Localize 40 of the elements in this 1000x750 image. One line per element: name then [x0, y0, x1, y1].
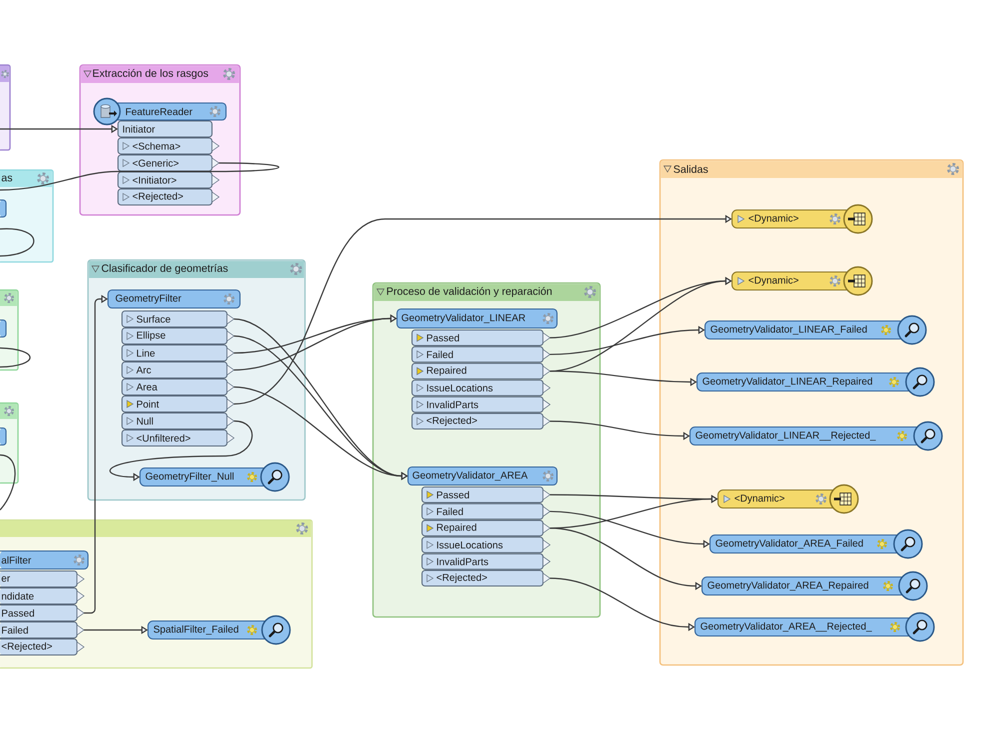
port-box: Initiator — [117, 120, 213, 138]
port-box: Failed — [421, 503, 551, 520]
port-box: InvalidParts — [411, 396, 551, 413]
port-box: Area — [121, 378, 235, 396]
transformer-box: alFilter — [0, 550, 89, 570]
port-box: Surface — [121, 310, 235, 328]
port-box: Ellipse — [121, 327, 235, 345]
transformer-box: GeometryValidator_LINEAR — [396, 308, 558, 329]
port-box: ndidate — [0, 587, 85, 605]
port-box: Line — [121, 344, 235, 362]
port-box: InvalidParts — [421, 553, 551, 570]
port-box: Arc — [121, 361, 235, 379]
port-box: Null — [121, 412, 235, 430]
port-box: Passed — [0, 604, 85, 622]
port-box: <Generic> — [117, 154, 220, 172]
port-box: Point — [121, 395, 235, 413]
transformer-box — [0, 199, 7, 218]
port-box: Failed — [411, 346, 551, 363]
transformer-box: GeometryFilter — [107, 289, 241, 309]
port-box: <Schema> — [117, 137, 220, 155]
port-box: Passed — [411, 329, 551, 346]
port-box: Failed — [0, 621, 85, 639]
port-box: IssueLocations — [411, 380, 551, 396]
port-box: <Rejected> — [0, 638, 85, 656]
port-box: <Rejected> — [411, 412, 551, 430]
port-box: <Initiator> — [117, 171, 220, 189]
transformer-box — [0, 427, 7, 446]
port-box: <Rejected> — [421, 570, 551, 587]
transformer-box: GeometryValidator_AREA — [407, 466, 558, 486]
port-box: Repaired — [411, 362, 551, 380]
transformer-box — [0, 319, 7, 338]
port-box: <Unfiltered> — [121, 429, 235, 447]
group-box: as — [0, 169, 54, 263]
port-box: er — [0, 570, 85, 588]
port-box: IssueLocations — [421, 536, 551, 554]
group-box — [0, 64, 11, 151]
connector-line — [0, 162, 278, 191]
port-box: Repaired — [421, 520, 551, 536]
port-box: Passed — [421, 486, 551, 504]
port-box: <Rejected> — [117, 188, 220, 206]
